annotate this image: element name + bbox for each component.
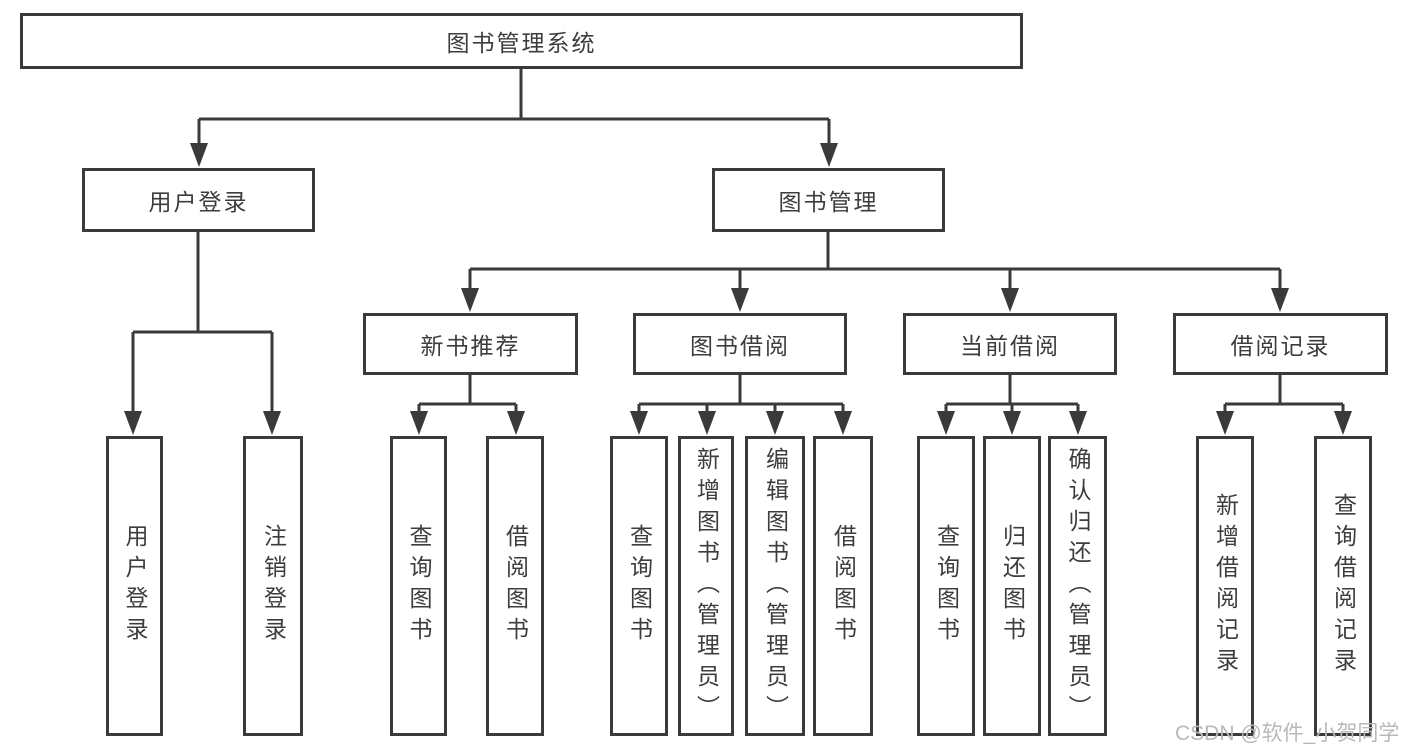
node-book-borrow: 图书借阅	[633, 313, 847, 375]
node-label: 用户登录	[148, 189, 249, 215]
leaf-label: 注销登录	[260, 524, 287, 648]
leaf-label: 借阅图书	[830, 524, 857, 648]
leaf-edit-books-admin: 编辑图书（管理员）	[745, 436, 805, 736]
leaf-confirm-return-admin: 确认归还（管理员）	[1048, 436, 1107, 736]
leaf-return-books: 归还图书	[983, 436, 1041, 736]
node-borrow-records: 借阅记录	[1173, 313, 1388, 375]
leaf-query-borrow-record: 查询借阅记录	[1314, 436, 1372, 736]
leaf-user-login: 用户登录	[106, 436, 163, 736]
leaf-label: 借阅图书	[502, 524, 529, 648]
csdn-watermark: CSDN @软件_小贺同学	[1175, 722, 1400, 745]
leaf-query-books-current: 查询图书	[917, 436, 975, 736]
leaf-label: 新增借阅记录	[1212, 493, 1239, 679]
leaf-logout: 注销登录	[243, 436, 303, 736]
leaf-query-books-recommend: 查询图书	[390, 436, 447, 736]
leaf-label: 查询图书	[626, 524, 653, 648]
leaf-add-borrow-record: 新增借阅记录	[1196, 436, 1254, 736]
node-label: 图书借阅	[690, 333, 790, 359]
node-new-book-recommend: 新书推荐	[363, 313, 578, 375]
node-label: 当前借阅	[960, 333, 1060, 359]
leaf-label: 查询图书	[406, 524, 432, 648]
node-user-login: 用户登录	[82, 168, 315, 232]
leaf-label: 新增图书（管理员）	[693, 446, 720, 726]
node-label: 新书推荐	[420, 333, 521, 359]
arrowhead-icons	[124, 143, 1352, 435]
leaf-borrow-books-recommend: 借阅图书	[486, 436, 544, 736]
leaf-label: 归还图书	[999, 524, 1026, 648]
node-system-root: 图书管理系统	[20, 13, 1023, 69]
node-book-management: 图书管理	[712, 168, 945, 232]
node-label: 图书管理系统	[446, 30, 597, 56]
node-label: 图书管理	[778, 189, 879, 215]
leaf-query-books-borrow: 查询图书	[610, 436, 668, 736]
leaf-borrow-books: 借阅图书	[813, 436, 873, 736]
leaf-label: 确认归还（管理员）	[1065, 446, 1091, 726]
leaf-label: 用户登录	[122, 524, 148, 648]
node-current-borrow: 当前借阅	[903, 313, 1117, 375]
node-label: 借阅记录	[1230, 333, 1331, 359]
leaf-label: 查询图书	[933, 524, 960, 648]
leaf-label: 查询借阅记录	[1330, 493, 1357, 679]
leaf-label: 编辑图书（管理员）	[762, 446, 789, 726]
leaf-add-books-admin: 新增图书（管理员）	[678, 436, 734, 736]
